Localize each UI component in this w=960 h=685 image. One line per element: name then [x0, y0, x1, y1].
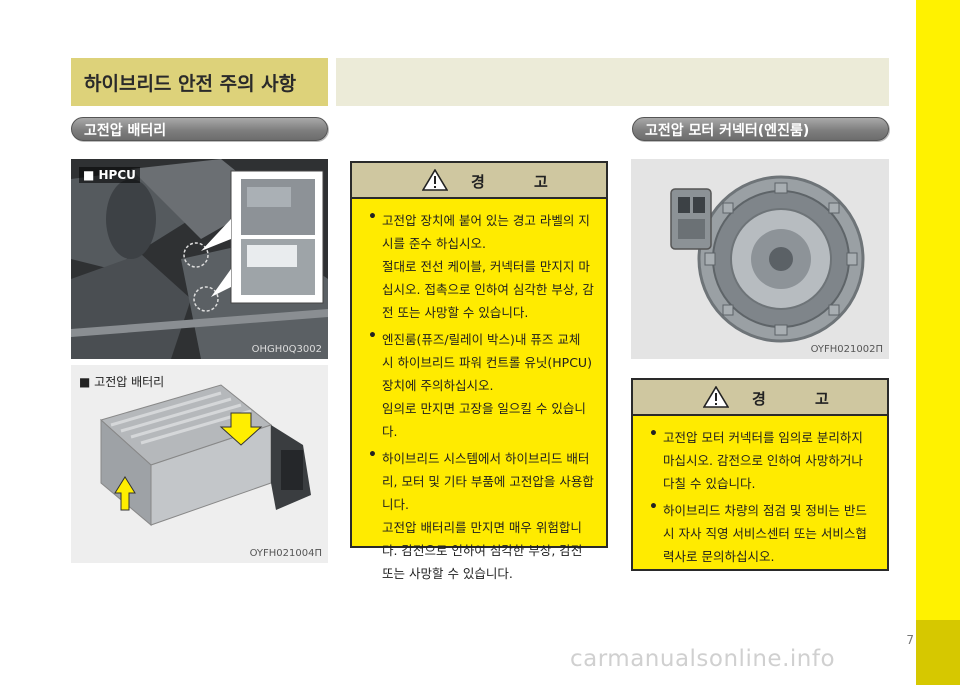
warning-box-motor-connector: 경 고 고전압 모터 커넥터를 임의로 분리하지 마십시오. 감전으로 인하여 …: [631, 378, 889, 571]
warning-text: 엔진룸(퓨즈/릴레이 박스)내 퓨즈 교체 시 하이브리드 파워 컨트롤 유닛(…: [382, 332, 592, 393]
motor-photo-code: OYFH021002Π: [810, 344, 883, 355]
battery-pack-illustration: [99, 384, 311, 527]
heading-motor-connector: 고전압 모터 커넥터(엔진룸): [645, 123, 810, 139]
battery-photo: 고전압 배터리 OYFH021004Π: [71, 365, 328, 563]
heading-pill-battery: 고전압 배터리: [71, 117, 328, 141]
side-tab-marker: [916, 620, 960, 685]
page-number: 7: [906, 633, 914, 647]
warning-item: 고전압 모터 커넥터를 임의로 분리하지 마십시오. 감전으로 인하여 사망하거…: [649, 426, 875, 495]
warning-list: 고전압 장치에 붙어 있는 경고 라벨의 지시를 준수 하십시오. 절대로 전선…: [352, 199, 606, 585]
hpcu-photo-code: OHGH0Q3002: [251, 344, 322, 355]
warning-text: 임의로 만지면 고장을 일으킬 수 있습니다.: [382, 401, 586, 439]
warning-text: 고전압 장치에 붙어 있는 경고 라벨의 지시를 준수 하십시오.: [382, 213, 590, 251]
side-tab: [916, 0, 960, 685]
warning-text: 고전압 배터리를 만지면 매우 위험합니다. 감전으로 인하여 심각한 부상, …: [382, 520, 583, 581]
section-header-extension: [336, 58, 889, 106]
warning-text: 하이브리드 차량의 점검 및 정비는 반드시 자사 직영 서비스센터 또는 서비…: [663, 503, 867, 564]
warning-list: 고전압 모터 커넥터를 임의로 분리하지 마십시오. 감전으로 인하여 사망하거…: [633, 416, 887, 568]
warning-title: 경 고: [752, 390, 851, 408]
motor-illustration: [670, 175, 865, 343]
warning-text: 고전압 모터 커넥터를 임의로 분리하지 마십시오. 감전으로 인하여 사망하거…: [663, 430, 863, 491]
heading-pill-motor-connector: 고전압 모터 커넥터(엔진룸): [632, 117, 889, 141]
warning-box-high-voltage: 경 고 고전압 장치에 붙어 있는 경고 라벨의 지시를 준수 하십시오. 절대…: [350, 161, 608, 581]
hpcu-label: HPCU: [79, 167, 140, 183]
warning-item: 하이브리드 시스템에서 하이브리드 배터리, 모터 및 기타 부품에 고전압을 …: [368, 447, 594, 585]
warning-item: 하이브리드 차량의 점검 및 정비는 반드시 자사 직영 서비스센터 또는 서비…: [649, 499, 875, 568]
warning-text: 절대로 전선 케이블, 커넥터를 만지지 마십시오. 접촉으로 인하여 심각한 …: [382, 259, 594, 320]
battery-photo-code: OYFH021004Π: [249, 548, 322, 559]
warning-title: 경 고: [471, 173, 570, 191]
warning-item: 고전압 장치에 붙어 있는 경고 라벨의 지시를 준수 하십시오. 절대로 전선…: [368, 209, 594, 324]
engine-bay-illustration: [71, 159, 328, 359]
hpcu-photo: HPCU OHGH0Q3002: [71, 159, 328, 359]
warning-header: 경 고: [633, 380, 887, 416]
section-header-bar: [71, 58, 328, 106]
warning-triangle-icon: [422, 169, 448, 191]
heading-battery: 고전압 배터리: [84, 123, 167, 139]
motor-connector-photo: OYFH021002Π: [631, 159, 889, 359]
warning-header: 경 고: [352, 163, 606, 199]
battery-label: 고전압 배터리: [79, 373, 164, 390]
section-title: 하이브리드 안전 주의 사항: [84, 73, 297, 95]
watermark: carmanualsonline.info: [570, 646, 836, 672]
warning-text: 하이브리드 시스템에서 하이브리드 배터리, 모터 및 기타 부품에 고전압을 …: [382, 451, 594, 512]
warning-triangle-icon: [703, 386, 729, 408]
warning-item: 엔진룸(퓨즈/릴레이 박스)내 퓨즈 교체 시 하이브리드 파워 컨트롤 유닛(…: [368, 328, 594, 443]
